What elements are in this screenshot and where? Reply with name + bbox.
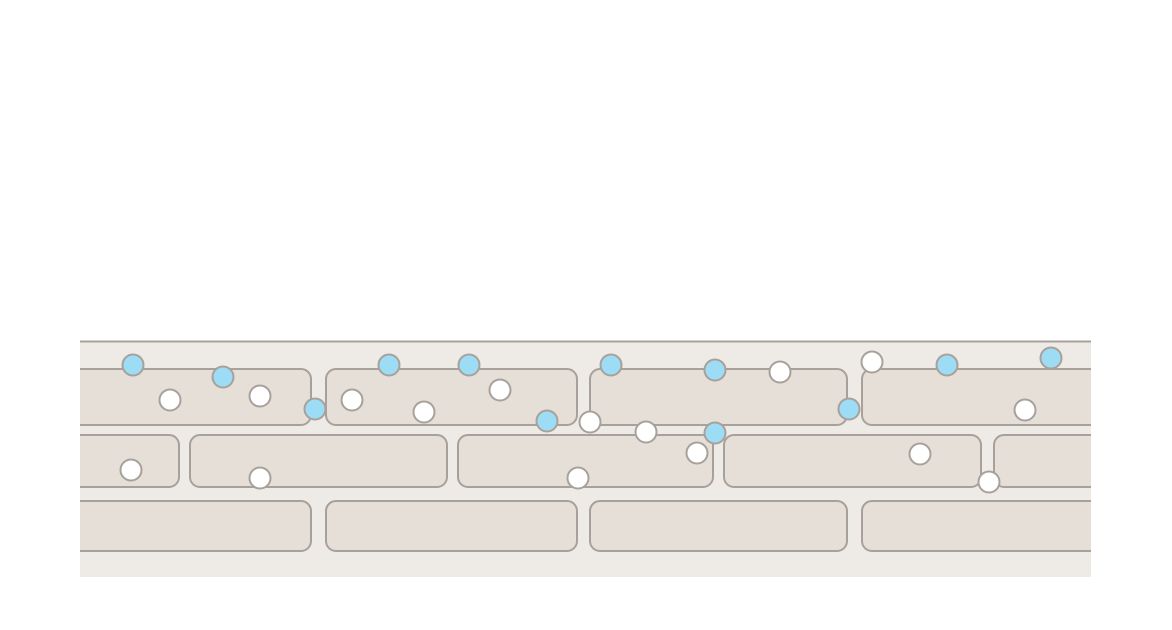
white-dot bbox=[768, 360, 792, 384]
brick-row3-1 bbox=[80, 500, 312, 552]
brick-row2-2 bbox=[189, 434, 448, 488]
blue-dot bbox=[457, 353, 481, 377]
blue-dot bbox=[211, 365, 235, 389]
white-dot bbox=[119, 458, 143, 482]
blue-dot bbox=[535, 409, 559, 433]
blue-dot bbox=[837, 397, 861, 421]
blue-dot bbox=[303, 397, 327, 421]
brick-row2-4 bbox=[723, 434, 982, 488]
white-dot bbox=[412, 400, 436, 424]
white-dot bbox=[488, 378, 512, 402]
brick-row1-1 bbox=[80, 368, 312, 426]
brick-row2-5 bbox=[993, 434, 1091, 488]
white-dot bbox=[158, 388, 182, 412]
blue-dot bbox=[599, 353, 623, 377]
white-dot bbox=[685, 441, 709, 465]
blue-dot bbox=[121, 353, 145, 377]
blue-dot bbox=[935, 353, 959, 377]
bricks bbox=[80, 368, 1091, 552]
brick-row1-2 bbox=[325, 368, 578, 426]
brick-row1-4 bbox=[861, 368, 1091, 426]
white-dot bbox=[908, 442, 932, 466]
blue-dot bbox=[377, 353, 401, 377]
dots bbox=[119, 346, 1063, 494]
brick-row3-4 bbox=[861, 500, 1091, 552]
white-dot bbox=[340, 388, 364, 412]
blue-dot bbox=[1039, 346, 1063, 370]
white-dot bbox=[1013, 398, 1037, 422]
brick-row3-2 bbox=[325, 500, 578, 552]
white-dot bbox=[566, 466, 590, 490]
brick-row2-1 bbox=[80, 434, 180, 488]
white-dot bbox=[248, 466, 272, 490]
white-dot bbox=[860, 350, 884, 374]
white-dot bbox=[977, 470, 1001, 494]
brick-row3-3 bbox=[589, 500, 848, 552]
white-dot bbox=[634, 420, 658, 444]
white-dot bbox=[248, 384, 272, 408]
white-dot bbox=[578, 410, 602, 434]
blue-dot bbox=[703, 358, 727, 382]
brick-row2-3 bbox=[457, 434, 714, 488]
blue-dot bbox=[703, 421, 727, 445]
